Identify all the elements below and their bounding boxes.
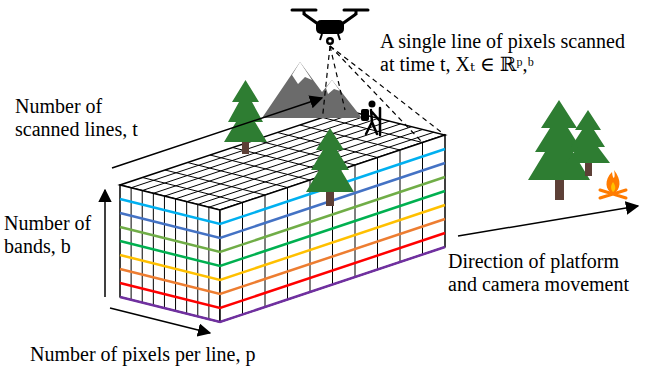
direction-arrow — [458, 206, 638, 236]
pixel-grid-line — [143, 178, 243, 203]
hiker-icon — [361, 101, 380, 136]
tree-icon — [306, 128, 354, 206]
axis-label: Number of bands, b — [4, 212, 99, 258]
axis-label: A single line of pixels scanned at time … — [380, 30, 642, 76]
band-line — [120, 191, 445, 266]
b-axis-arrow — [104, 190, 106, 297]
tree-icon — [224, 80, 267, 154]
view-ray — [330, 46, 345, 110]
band-line — [120, 219, 445, 294]
band-line — [120, 205, 445, 280]
band-line — [120, 163, 445, 238]
campfire-icon — [600, 170, 626, 198]
pixel-grid-line — [188, 163, 288, 188]
axis-label: Number of pixels per line, p — [30, 343, 256, 366]
pixel-grid-line — [210, 155, 310, 180]
band-line — [120, 233, 445, 308]
t-axis-arrow — [112, 98, 322, 168]
mountain-icon — [262, 62, 362, 118]
axis-label: Number of scanned lines, t — [15, 95, 165, 141]
p-axis-arrow — [110, 308, 210, 333]
hyperspectral-cube — [120, 110, 445, 322]
band-line — [120, 149, 445, 224]
band-line — [120, 177, 445, 252]
tree-icon — [528, 100, 610, 200]
view-ray — [323, 46, 331, 118]
drone-icon — [292, 10, 368, 45]
band-line — [120, 247, 445, 322]
axis-label: Direction of platform and camera movemen… — [448, 250, 644, 296]
pixel-grid-line — [300, 125, 400, 150]
pixel-grid-line — [165, 170, 265, 195]
